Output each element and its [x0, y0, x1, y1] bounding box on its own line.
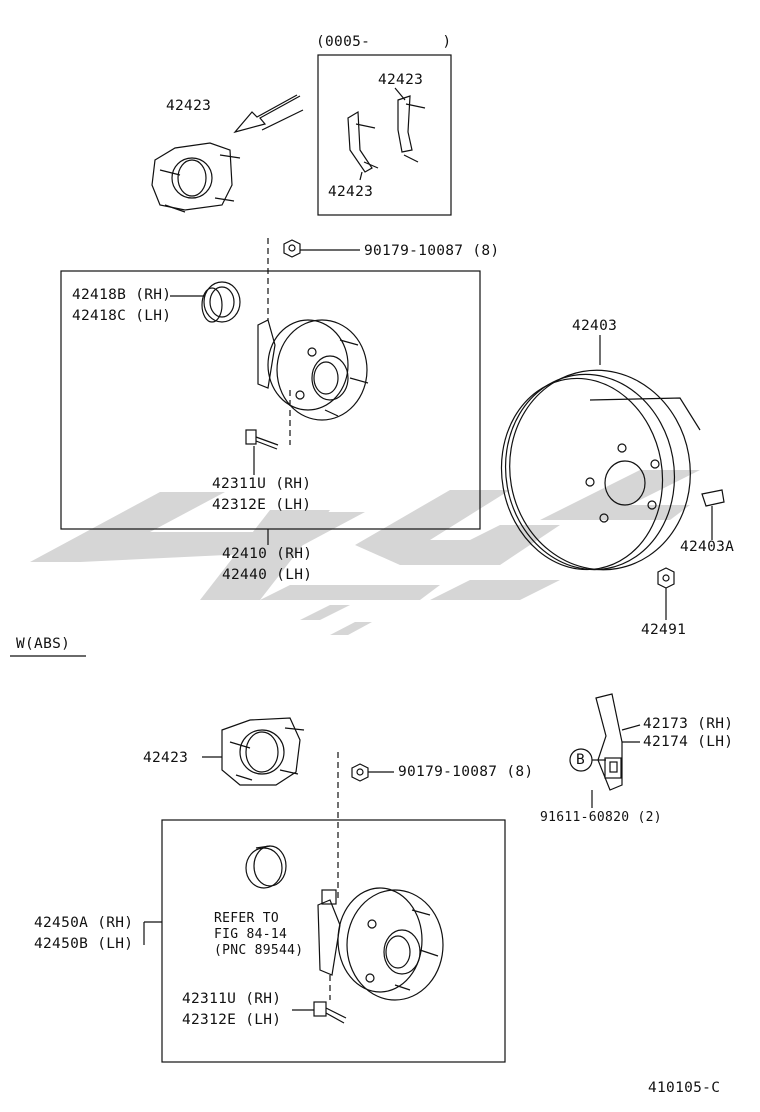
part-42312e-top: 42312E (LH) [212, 497, 312, 513]
part-42410: 42410 (RH) [222, 546, 313, 562]
leader-box-a [359, 171, 363, 181]
plate-42423-top [151, 142, 241, 213]
catalog-code: 410105-C [648, 1080, 721, 1096]
plug-42403a [701, 489, 725, 507]
sensor-cap [245, 845, 287, 889]
b-marker: B [576, 752, 586, 768]
part-42311u-top: 42311U (RH) [212, 476, 312, 492]
part-42423-abs: 42423 [143, 750, 189, 766]
part-42173: 42173 (RH) [643, 716, 734, 732]
abs-note: W(ABS) [16, 636, 71, 652]
watermark-logo [30, 470, 700, 635]
part-42312e-abs: 42312E (LH) [182, 1012, 282, 1028]
part-42450a: 42450A (RH) [34, 915, 134, 931]
plate-42423-box-b [397, 95, 426, 163]
part-42403a: 42403A [680, 539, 735, 555]
part-42311u-abs: 42311U (RH) [182, 991, 282, 1007]
nut-90179-top [283, 239, 301, 258]
seal-42418 [201, 281, 241, 323]
bolt-42311-abs [313, 1001, 347, 1024]
pointer-arrow-line [261, 109, 304, 131]
part-91611: 91611-60820 (2) [540, 810, 662, 825]
nut-90179-abs [351, 763, 369, 782]
plate-42423-abs [221, 717, 305, 786]
part-42440: 42440 (LH) [222, 567, 313, 583]
sensor-bracket-42173 [595, 693, 623, 791]
brake-drum-42403 [500, 369, 701, 571]
leader-box-b [394, 87, 406, 101]
abs-hub-group-box [161, 819, 506, 1063]
part-42423-top: 42423 [166, 98, 212, 114]
hub-42450 [317, 887, 444, 1001]
part-42174: 42174 (LH) [643, 734, 734, 750]
refer-line-2: FIG 84-14 [214, 927, 288, 942]
part-42491: 42491 [641, 622, 687, 638]
part-42418b: 42418B (RH) [72, 287, 172, 303]
part-42450b: 42450B (LH) [34, 936, 134, 952]
part-90179-abs: 90179-10087 (8) [398, 764, 534, 780]
pointer-arrow [233, 94, 301, 134]
part-42423-box-a: 42423 [328, 184, 374, 200]
hub-group-box [60, 270, 481, 530]
nut-42491 [657, 567, 675, 589]
line-art [10, 54, 725, 1063]
date-range-label: (0005- ) [316, 34, 452, 50]
refer-line-1: REFER TO [214, 911, 280, 926]
part-42403: 42403 [572, 318, 618, 334]
date-range-box [317, 54, 452, 216]
part-42423-box-b: 42423 [378, 72, 424, 88]
part-42418c: 42418C (LH) [72, 308, 172, 324]
bolt-42311-top [245, 429, 279, 450]
refer-line-3: (PNC 89544) [214, 943, 304, 958]
plate-42423-box-a [347, 110, 379, 173]
hub-42410 [257, 319, 369, 421]
part-90179-top: 90179-10087 (8) [364, 243, 500, 259]
